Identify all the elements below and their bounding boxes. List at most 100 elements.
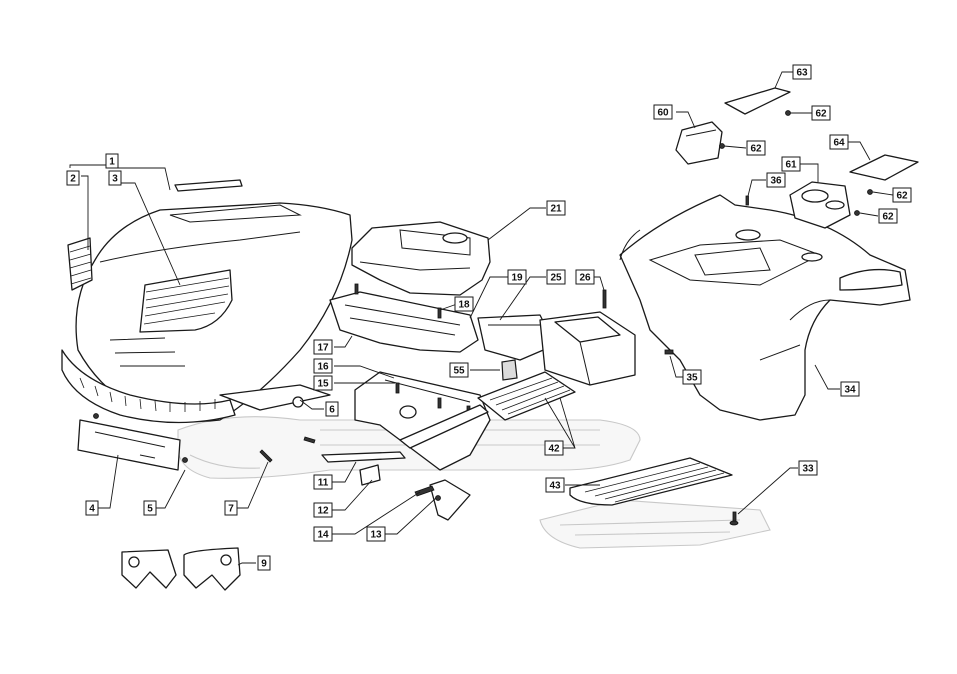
callout-number: 11 [318,478,329,489]
callout-box [108,170,122,186]
screws-62 [719,110,873,216]
part-60 [675,121,723,165]
callout-box [313,375,333,391]
callout-15: 15 [313,375,333,391]
dash-cover-part [351,221,491,296]
callout-box [653,104,673,120]
callout-33: 33 [798,460,818,476]
callout-box [313,526,333,542]
callout-box [545,477,565,493]
callout-number: 43 [549,481,561,492]
callout-number: 5 [147,504,153,515]
bolt-35 [664,349,674,355]
callout-36: 36 [766,172,786,188]
callout-box [66,170,80,186]
callout-number: 16 [317,362,329,373]
callout-box [507,269,527,285]
callout-number: 21 [550,204,562,215]
callout-35: 35 [682,369,702,385]
callout-3: 3 [108,170,122,186]
callout-number: 35 [686,373,698,384]
callout-box [313,339,333,355]
callout-1: 1 [105,153,119,169]
callout-box [313,474,333,490]
callout-box [546,200,566,216]
floor-mat-42 [477,371,576,421]
callout-number: 14 [317,530,329,541]
callout-number: 60 [657,108,669,119]
callout-number: 36 [770,176,782,187]
lid-64 [849,154,919,181]
callout-box [366,526,386,542]
callout-number: 7 [228,504,234,515]
panel-25-part [477,314,556,361]
side-plates-part [121,547,241,591]
callout-box [840,381,860,397]
callout-number: 42 [548,444,560,455]
cup-holder-61 [789,181,851,229]
callout-box [454,296,474,312]
callout-14: 14 [313,526,333,542]
lid-63 [724,87,791,115]
callout-box [105,153,119,169]
callout-box [892,187,912,203]
callout-7: 7 [224,500,238,516]
callout-2: 2 [66,170,80,186]
callout-box [224,500,238,516]
callout-6: 6 [325,401,339,417]
console-frame-part [329,283,479,353]
callout-box [313,358,333,374]
callout-5: 5 [143,500,157,516]
callout-box [325,401,339,417]
callout-number: 61 [785,160,797,171]
callout-number: 62 [882,212,894,223]
callout-number: 64 [833,138,845,149]
callout-9: 9 [257,555,271,571]
callout-63: 63 [792,64,812,80]
callout-number: 55 [453,366,465,377]
callout-box [682,369,702,385]
callout-box [575,269,595,285]
callout-box [544,440,564,456]
floor-mat-43 [569,457,733,506]
callout-25: 25 [546,269,566,285]
callout-box [792,64,812,80]
rear-fender-part [619,194,911,421]
pad-55 [501,359,518,381]
callout-18: 18 [454,296,474,312]
callout-43: 43 [545,477,565,493]
callout-box [811,105,831,121]
callout-number: 15 [317,379,329,390]
callout-box [546,269,566,285]
callout-number: 62 [750,144,762,155]
callout-21: 21 [546,200,566,216]
front-bracket-part [77,413,188,471]
leader-lines [69,71,894,566]
callout-4: 4 [85,500,99,516]
callout-number: 6 [329,405,335,416]
callout-17: 17 [313,339,333,355]
callout-34: 34 [840,381,860,397]
callout-11: 11 [313,474,333,490]
callout-26: 26 [575,269,595,285]
callout-60: 60 [653,104,673,120]
callout-55: 55 [449,362,469,378]
center-box-part [539,311,636,386]
callout-box [143,500,157,516]
callout-number: 9 [261,559,267,570]
callout-number: 62 [896,191,908,202]
callout-62: 62 [746,140,766,156]
hood-part [61,179,353,424]
lever-part [321,404,489,521]
callout-number: 2 [70,174,76,185]
callout-number: 18 [458,300,470,311]
bolt-26 [602,289,607,309]
callout-number: 26 [579,273,591,284]
callout-box [829,134,849,150]
callout-box [798,460,818,476]
callout-number: 33 [802,464,814,475]
callout-42: 42 [544,440,564,456]
callout-19: 19 [507,269,527,285]
callout-number: 17 [317,343,329,354]
